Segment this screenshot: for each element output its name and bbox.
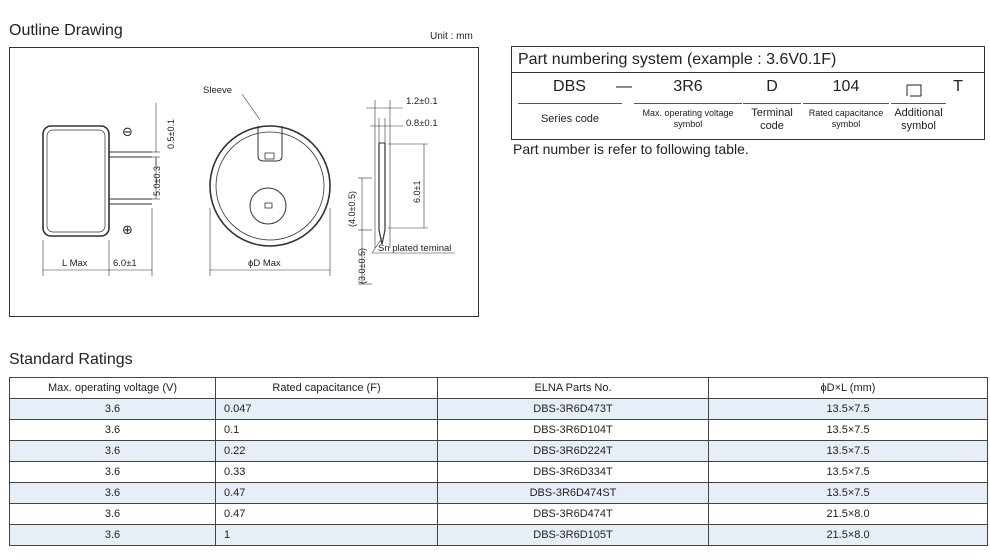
cell-voltage: 3.6 — [9, 482, 216, 504]
cell-capacitance: 1 — [215, 524, 438, 546]
table-row: 3.6 0.1 DBS-3R6D104T 13.5×7.5 — [9, 419, 988, 441]
thickness-dim-1: 1.2±0.1 — [406, 96, 438, 107]
standard-ratings-title: Standard Ratings — [9, 351, 133, 368]
cell-size: 13.5×7.5 — [708, 440, 988, 462]
cell-voltage: 3.6 — [9, 503, 216, 525]
cell-voltage: 3.6 — [9, 440, 216, 462]
part-number-note: Part number is refer to following table. — [513, 141, 749, 157]
pn-additional-desc: Additional symbol — [894, 107, 943, 132]
cell-size: 21.5×8.0 — [708, 503, 988, 525]
cell-size: 13.5×7.5 — [708, 482, 988, 504]
minus-terminal-icon: ⊖ — [122, 125, 133, 140]
cell-size: 13.5×7.5 — [708, 461, 988, 483]
depth-dim-2: (3.0±0.5) — [357, 248, 367, 284]
l-max-dim: L Max — [62, 258, 88, 269]
table-row: 3.6 0.047 DBS-3R6D473T 13.5×7.5 — [9, 398, 988, 420]
cell-voltage: 3.6 — [9, 419, 216, 441]
header-capacitance: Rated capacitance (F) — [215, 377, 438, 399]
lead-spacing-dim: 5.0±0.3 — [152, 166, 162, 196]
table-row: 3.6 1 DBS-3R6D105T 21.5×8.0 — [9, 524, 988, 546]
cell-part-no: DBS-3R6D334T — [437, 461, 709, 483]
depth-dim-1: (4.0±0.5) — [347, 191, 357, 227]
cell-part-no: DBS-3R6D473T — [437, 398, 709, 420]
table-header-row: Max. operating voltage (V) Rated capacit… — [9, 377, 988, 399]
plus-terminal-icon: ⊕ — [122, 223, 133, 238]
pn-additional-symbol-icon — [906, 83, 922, 97]
table-row: 3.6 0.22 DBS-3R6D224T 13.5×7.5 — [9, 440, 988, 462]
cell-voltage: 3.6 — [9, 461, 216, 483]
part-numbering-box: Part numbering system (example : 3.6V0.1… — [511, 46, 985, 140]
pn-series-desc: Series code — [540, 113, 600, 125]
lead-length-right-dim: 6.0±1 — [412, 181, 422, 203]
part-numbering-title: Part numbering system (example : 3.6V0.1… — [512, 47, 984, 73]
header-size: ϕD×L (mm) — [708, 377, 988, 399]
pn-terminal-desc: Terminal code — [751, 107, 793, 132]
d-max-dim: ϕD Max — [248, 258, 281, 269]
pn-dash: — — [616, 78, 632, 95]
unit-note: Unit : mm — [430, 31, 473, 42]
cell-part-no: DBS-3R6D104T — [437, 419, 709, 441]
cell-size: 13.5×7.5 — [708, 419, 988, 441]
table-row: 3.6 0.47 DBS-3R6D474T 21.5×8.0 — [9, 503, 988, 525]
table-row: 3.6 0.47 DBS-3R6D474ST 13.5×7.5 — [9, 482, 988, 504]
pn-capacitance-desc: Rated capacitance symbol — [808, 108, 884, 129]
capacitor-front-circle — [209, 125, 331, 247]
cell-capacitance: 0.1 — [215, 419, 438, 441]
outline-drawing-title: Outline Drawing — [9, 22, 123, 39]
pn-voltage-desc: Max. operating voltage symbol — [642, 108, 734, 129]
pn-voltage-code: 3R6 — [673, 78, 703, 95]
thickness-dim-2: 0.8±0.1 — [406, 118, 438, 129]
outline-drawing-frame: Sleeve ⊖ ⊕ 0.5±0.1 5.0±0.3 L Max 6.0±1 ϕ… — [9, 47, 479, 317]
sleeve-label: Sleeve — [203, 85, 232, 96]
cell-voltage: 3.6 — [9, 398, 216, 420]
pn-series-code: DBS — [553, 78, 586, 95]
lead-pitch-dim: 0.5±0.1 — [166, 119, 176, 149]
pn-capacitance-code: 104 — [832, 78, 860, 95]
outline-drawing-svg: Sleeve ⊖ ⊕ 0.5±0.1 5.0±0.3 L Max 6.0±1 ϕ… — [42, 85, 455, 285]
cell-capacitance: 0.47 — [215, 503, 438, 525]
cell-part-no: DBS-3R6D474T — [437, 503, 709, 525]
table-row: 3.6 0.33 DBS-3R6D334T 13.5×7.5 — [9, 461, 988, 483]
standard-ratings-table: Max. operating voltage (V) Rated capacit… — [9, 377, 988, 546]
cell-part-no: DBS-3R6D224T — [437, 440, 709, 462]
pn-suffix: T — [953, 78, 963, 95]
cell-size: 13.5×7.5 — [708, 398, 988, 420]
lead-length-left-dim: 6.0±1 — [113, 258, 137, 269]
cell-part-no: DBS-3R6D474ST — [437, 482, 709, 504]
cell-capacitance: 0.33 — [215, 461, 438, 483]
cell-part-no: DBS-3R6D105T — [437, 524, 709, 546]
cell-voltage: 3.6 — [9, 524, 216, 546]
capacitor-side-body — [42, 125, 110, 237]
cell-capacitance: 0.22 — [215, 440, 438, 462]
cell-size: 21.5×8.0 — [708, 524, 988, 546]
header-part-no: ELNA Parts No. — [437, 377, 709, 399]
pn-terminal-code: D — [766, 78, 778, 95]
cell-capacitance: 0.047 — [215, 398, 438, 420]
terminal-label: Sn plated teminal — [378, 243, 451, 254]
header-voltage: Max. operating voltage (V) — [9, 377, 216, 399]
cell-capacitance: 0.47 — [215, 482, 438, 504]
